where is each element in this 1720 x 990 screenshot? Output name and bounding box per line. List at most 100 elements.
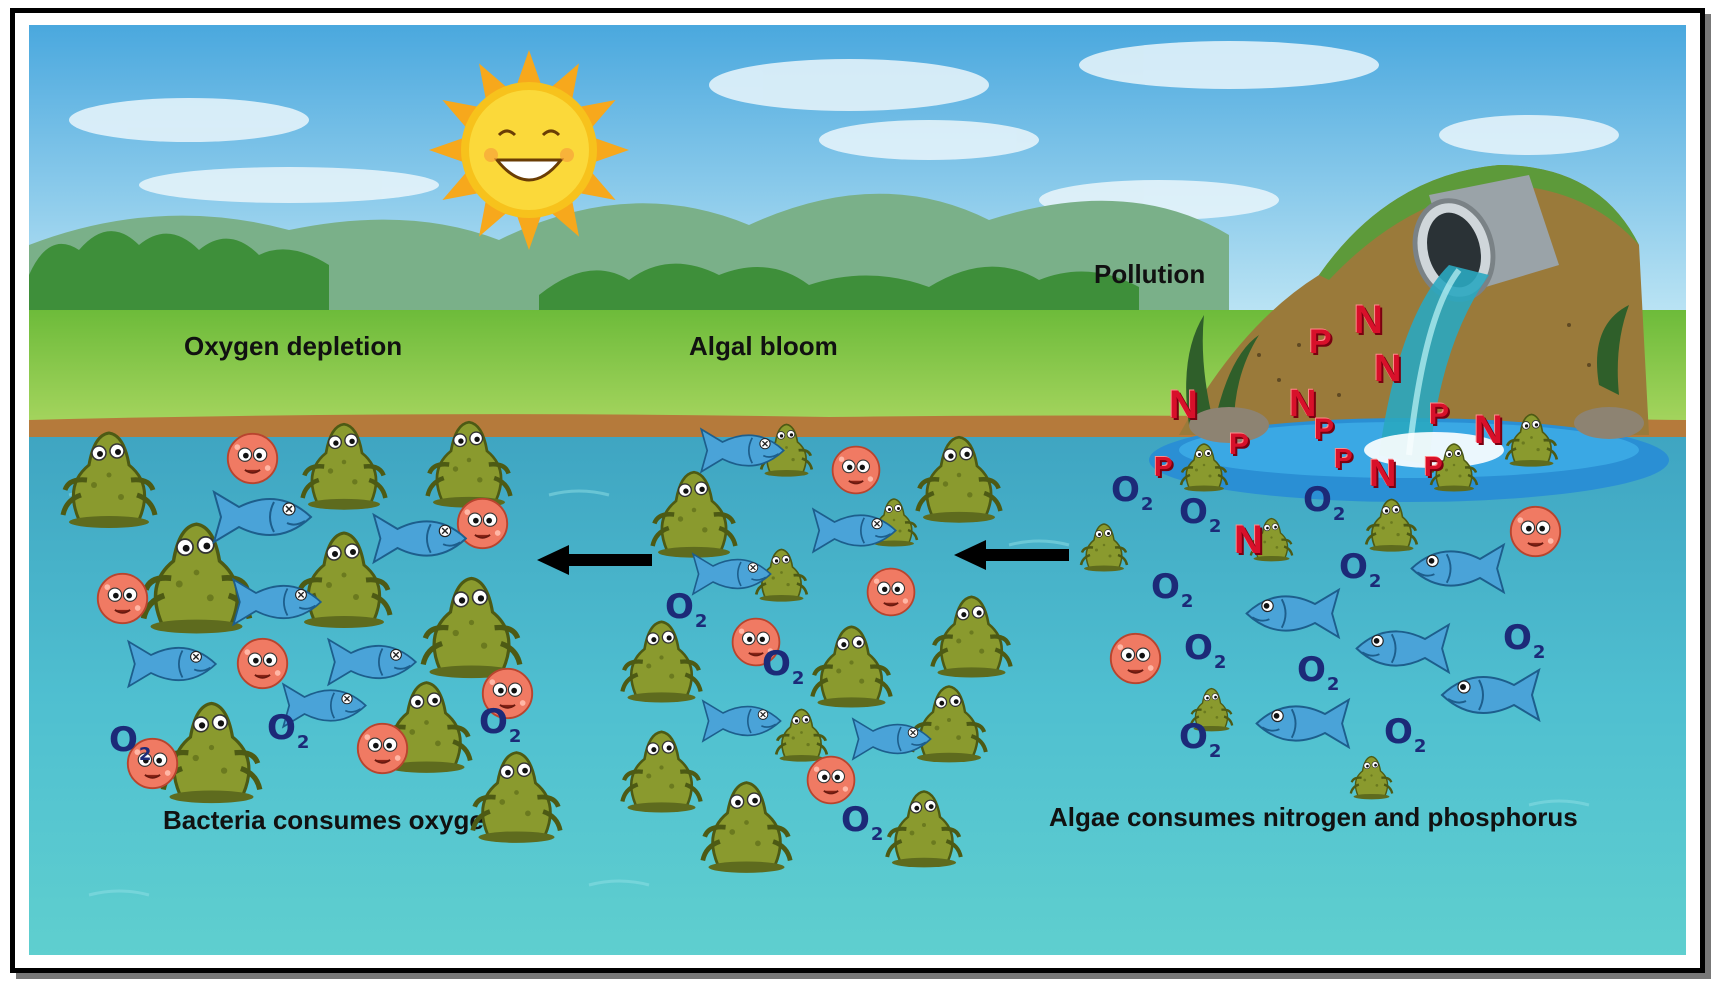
- oxygen-symbol: O: [479, 702, 508, 742]
- algae-icon: [910, 685, 988, 763]
- algae-icon: [774, 708, 829, 762]
- oxygen-subscript: 2: [1532, 642, 1546, 663]
- oxygen-subscript: 2: [138, 744, 152, 765]
- fish-icon: [212, 489, 313, 545]
- oxygen-molecule: O2: [1339, 547, 1381, 591]
- bacteria-icon: [731, 617, 781, 667]
- oxygen-symbol: O: [1179, 492, 1208, 532]
- oxygen-symbol: O: [841, 800, 870, 840]
- oxygen-molecule: O2: [1179, 717, 1221, 761]
- oxygen-symbol: O: [1179, 717, 1208, 757]
- polluted-stream: [1364, 265, 1504, 468]
- oxygen-molecule: O2: [1384, 712, 1426, 756]
- oxygen-subscript: 2: [1326, 674, 1340, 695]
- fish-icon: [1245, 587, 1341, 640]
- eutrophication-scene: Pollution Oxygen depletion Algal bloom B…: [29, 25, 1686, 955]
- oxygen-subscript: 2: [1140, 494, 1154, 515]
- arrow-left-icon: [954, 540, 1069, 570]
- algae-icon: [300, 422, 388, 510]
- oxygen-subscript: 2: [296, 732, 310, 753]
- phosphorus-symbol: P: [1154, 451, 1173, 482]
- phosphorus-symbol: P: [1309, 323, 1332, 361]
- oxygen-symbol: O: [1339, 547, 1368, 587]
- algae-icon: [1364, 498, 1419, 552]
- fish-icon: [1410, 542, 1506, 595]
- nitrogen-symbol: N: [1289, 383, 1317, 425]
- bacteria-icon: [866, 567, 916, 617]
- algae-icon: [885, 790, 963, 868]
- algae-icon: [160, 701, 263, 804]
- nitrogen-symbol: N: [1354, 298, 1383, 342]
- algae-icon: [420, 576, 523, 679]
- oxygen-molecule: O2: [841, 800, 883, 844]
- oxygen-subscript: 2: [1208, 516, 1222, 537]
- bacteria-icon: [1509, 505, 1562, 558]
- fish-icon: [127, 639, 218, 689]
- algae-icon: [650, 470, 738, 558]
- algae-icon: [1504, 413, 1559, 467]
- algae-icon: [915, 435, 1003, 523]
- algal-bloom-label: Algal bloom: [689, 331, 838, 361]
- oxygen-subscript: 2: [1180, 591, 1194, 612]
- oxygen-subscript: 2: [1213, 652, 1227, 673]
- nitrogen-symbol: N: [1374, 348, 1402, 390]
- phosphorus-symbol: P: [1229, 428, 1250, 461]
- algae-icon: [1189, 687, 1234, 732]
- nitrogen-symbol: N: [1234, 518, 1263, 562]
- algae-icon: [1349, 755, 1394, 800]
- drain-pipe-icon: [1412, 175, 1559, 302]
- diagram-frame: Pollution Oxygen depletion Algal bloom B…: [10, 8, 1705, 973]
- algae-icon: [620, 730, 703, 813]
- algae-icon: [1429, 443, 1479, 492]
- oxygen-symbol: O: [1503, 618, 1532, 658]
- fish-icon: [691, 552, 772, 596]
- oxygen-molecule: O2: [1503, 618, 1545, 662]
- oxygen-symbol: O: [1384, 712, 1413, 752]
- oxygen-subscript: 2: [791, 668, 805, 689]
- oxygen-symbol: O: [1303, 480, 1332, 520]
- bacteria-icon: [96, 572, 149, 625]
- bacteria-icon: [236, 637, 289, 690]
- fish-icon: [327, 637, 418, 687]
- oxygen-molecule: O2: [1184, 628, 1226, 672]
- oxygen-molecule: O2: [1111, 470, 1153, 514]
- oxygen-molecule: O2: [1303, 480, 1345, 524]
- oxygen-molecule: O2: [665, 587, 707, 631]
- bacteria-icon: [226, 432, 279, 485]
- bacteria-icon: [481, 667, 534, 720]
- oxygen-molecule: O2: [1179, 492, 1221, 536]
- fish-icon: [699, 427, 785, 474]
- fish-icon: [281, 682, 367, 729]
- oxygen-molecule: O2: [1151, 570, 1193, 611]
- oxygen-symbol: O: [665, 587, 694, 627]
- nitrogen-symbol: N: [1474, 408, 1503, 452]
- bacteria-icon: [1109, 632, 1162, 685]
- oxygen-molecule: O2: [109, 720, 151, 764]
- fish-icon: [1255, 697, 1351, 750]
- algae-icon: [700, 781, 793, 873]
- oxygen-molecule: O2: [762, 644, 804, 688]
- bacteria-icon: [356, 722, 409, 775]
- oxygen-symbol: O: [1297, 650, 1326, 690]
- nitrogen-symbol: N: [1369, 453, 1397, 495]
- fish-icon: [232, 577, 323, 627]
- oxygen-depletion-label: Oxygen depletion: [184, 331, 403, 361]
- oxygen-symbol: O: [1111, 470, 1140, 510]
- bacteria-icon: [456, 497, 509, 550]
- oxygen-symbol: O: [109, 720, 138, 760]
- algae-icon: [60, 431, 158, 528]
- algae-icon: [1179, 443, 1229, 492]
- oxygen-symbol: O: [762, 644, 791, 684]
- bacteria-icon: [126, 737, 179, 790]
- algae-icon: [930, 595, 1013, 678]
- oxygen-molecule: O2: [479, 702, 521, 746]
- algae-icon: [620, 620, 703, 703]
- phosphorus-symbol: P: [1424, 451, 1443, 482]
- phosphorus-symbol: P: [1314, 413, 1335, 446]
- algae-icon: [470, 751, 563, 843]
- oxygen-molecule: O2: [267, 711, 309, 752]
- algae-icon: [1249, 517, 1294, 562]
- oxygen-subscript: 2: [1332, 504, 1346, 525]
- phosphorus-symbol: P: [1334, 443, 1353, 474]
- oxygen-symbol: O: [1184, 628, 1213, 668]
